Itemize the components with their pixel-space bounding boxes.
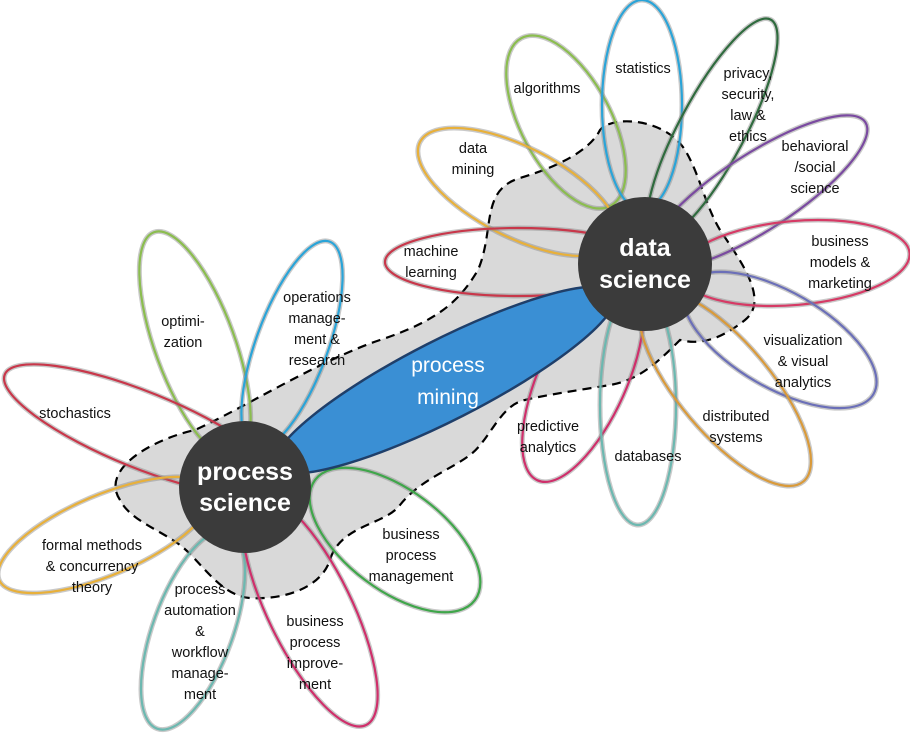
- data-science-label-line1: data: [619, 234, 672, 262]
- process-science-topic-label-2: stochastics: [39, 406, 111, 422]
- data-science-topic-label-9-line-0: databases: [615, 449, 682, 465]
- data-science-topic-label-0-line-0: algorithms: [514, 81, 581, 97]
- data-science-petal-0: [503, 33, 629, 211]
- process-science-topic-label-4-line-5: ment: [184, 687, 216, 703]
- process-science-topic-label-4-line-0: process: [175, 582, 226, 598]
- process-science-topic-label-3: formal methods & concurrency theory: [42, 538, 142, 596]
- process-science-topic-label-1-line-0: operations: [283, 290, 351, 306]
- data-science-topic-label-3: behavioral/social science: [782, 139, 849, 197]
- data-science-topic-label-6-line-1: models &: [810, 255, 871, 271]
- data-science-topic-label-8-line-0: predictive: [517, 419, 579, 435]
- process-science-topic-label-5-line-2: improve-: [287, 656, 344, 672]
- process-science-topic-label-1-line-1: manage-: [288, 311, 345, 327]
- process-science-label-line2: science: [199, 489, 291, 517]
- process-science-topic-label-1: operations manage-ment & research: [283, 290, 351, 369]
- process-science-topic-label-0-line-1: zation: [164, 335, 203, 351]
- data-science-topic-label-8: predictive analytics: [517, 419, 579, 456]
- process-science-topic-label-4: process automation & workflow manage-ment: [164, 582, 236, 703]
- process-science-topic-label-3-line-0: formal methods: [42, 538, 142, 554]
- data-science-topic-label-7-line-1: & visual: [778, 354, 829, 370]
- data-science-topic-label-9: databases: [615, 449, 682, 465]
- data-science-topic-label-8-line-1: analytics: [520, 440, 576, 456]
- data-science-topic-label-4-line-1: mining: [452, 162, 495, 178]
- process-science-topic-label-4-line-2: &: [195, 624, 205, 640]
- process-science-topic-label-6: business process management: [369, 527, 454, 585]
- process-science-petal-6: [307, 465, 483, 615]
- process-science-topic-label-5: business process improve-ment: [286, 614, 343, 693]
- process-mining-label-line2: mining: [417, 386, 479, 409]
- data-science-topic-label-3-line-1: /social: [794, 160, 835, 176]
- process-science-topic-label-4-line-4: manage-: [171, 666, 228, 682]
- process-science-topic-label-5-line-0: business: [286, 614, 343, 630]
- data-science-topic-label-0: algorithms: [514, 81, 581, 97]
- data-science-topic-label-7: visualization & visual analytics: [764, 333, 843, 391]
- data-science-topic-label-10-line-0: distributed: [703, 409, 770, 425]
- data-science-topic-label-7-line-2: analytics: [775, 375, 831, 391]
- process-science-topic-label-6-line-1: process: [386, 548, 437, 564]
- process-science-topic-label-0-line-0: optimi-: [161, 314, 205, 330]
- process-science-topic-label-2-line-0: stochastics: [39, 406, 111, 422]
- process-science-topic-label-0: optimi-zation: [161, 314, 205, 351]
- process-science-topic-label-5-line-3: ment: [299, 677, 331, 693]
- data-science-topic-label-10-line-1: systems: [709, 430, 762, 446]
- data-science-topic-label-2-line-0: privacy,: [724, 66, 773, 82]
- process-science-topic-label-4-line-3: workflow: [171, 645, 229, 661]
- data-science-topic-label-6-line-0: business: [811, 234, 868, 250]
- data-science-topic-label-2-line-2: law &: [730, 108, 766, 124]
- data-science-topic-label-5: machine learning: [404, 244, 459, 281]
- data-science-topic-label-4-line-0: data: [459, 141, 488, 157]
- process-science-hub: process science: [179, 421, 311, 553]
- data-science-topic-label-6: business models & marketing: [808, 234, 872, 292]
- process-science-topic-label-6-line-2: management: [369, 569, 454, 585]
- data-science-topic-label-1: statistics: [615, 61, 671, 77]
- process-science-label-line1: process: [197, 458, 293, 486]
- data-science-label-line2: science: [599, 266, 691, 294]
- data-science-topic-label-6-line-2: marketing: [808, 276, 872, 292]
- process-science-topic-label-4-line-1: automation: [164, 603, 236, 619]
- data-science-topic-label-2-line-1: security,: [722, 87, 775, 103]
- process-science-topic-label-1-line-2: ment &: [294, 332, 340, 348]
- data-science-topic-label-1-line-0: statistics: [615, 61, 671, 77]
- data-science-petal-outline-0: [505, 34, 627, 210]
- process-science-topic-label-5-line-1: process: [290, 635, 341, 651]
- data-science-topic-label-7-line-0: visualization: [764, 333, 843, 349]
- process-science-petal-outline-6: [308, 466, 482, 614]
- process-science-topic-label-1-line-3: research: [289, 353, 345, 369]
- data-science-topic-label-4: data mining: [452, 141, 495, 178]
- data-science-topic-label-5-line-0: machine: [404, 244, 459, 260]
- process-mining-label-line1: process: [411, 354, 485, 377]
- process-science-topic-label-3-line-1: & concurrency: [46, 559, 139, 575]
- data-science-topic-label-3-line-2: science: [790, 181, 839, 197]
- data-science-topic-label-2-line-3: ethics: [729, 129, 767, 145]
- process-science-topic-label-6-line-0: business: [382, 527, 439, 543]
- data-science-hub: data science: [578, 197, 712, 331]
- process-science-topic-label-3-line-2: theory: [72, 580, 113, 596]
- data-science-topic-label-2: privacy, security, law & ethics: [722, 66, 775, 145]
- data-science-topic-label-10: distributed systems: [703, 409, 770, 446]
- topic-labels: optimi-zation operations manage-ment & rese…: [39, 61, 872, 703]
- data-science-topic-label-3-line-0: behavioral: [782, 139, 849, 155]
- data-science-topic-label-5-line-1: learning: [405, 265, 457, 281]
